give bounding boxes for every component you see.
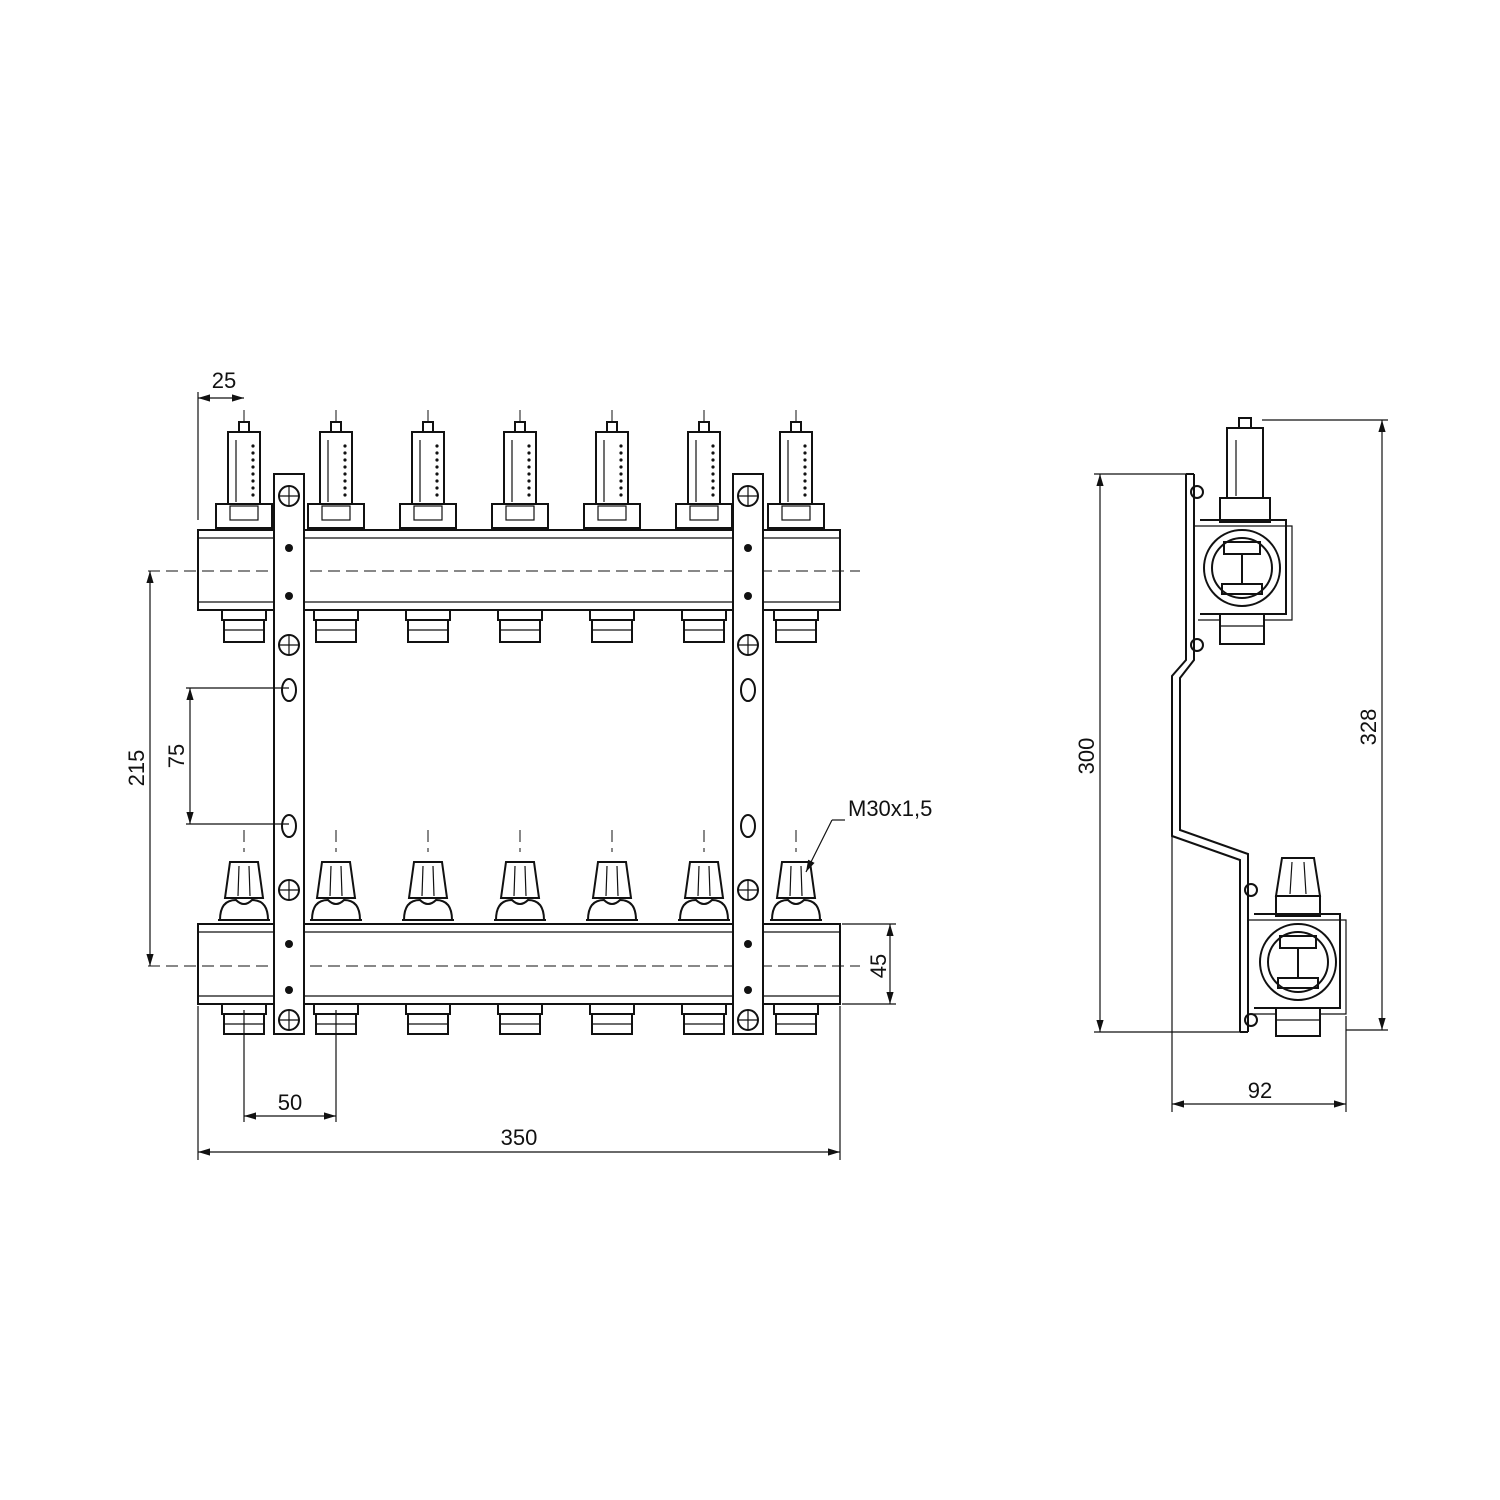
valve-cap <box>770 830 822 1035</box>
valve-cap <box>494 830 546 1035</box>
valve-cap <box>402 830 454 1035</box>
dim-label-50: 50 <box>278 1090 302 1115</box>
dim-pipe-height: 45 <box>842 923 896 1005</box>
flow-meter <box>675 410 733 643</box>
left-mounting-bracket <box>273 473 305 1035</box>
dim-label-328: 328 <box>1356 709 1381 746</box>
side-lower-unit <box>1248 857 1347 1037</box>
side-upper-unit <box>1194 417 1293 645</box>
dim-label-25: 25 <box>212 368 236 393</box>
bottom-outlets <box>218 830 822 1035</box>
dim-outlet-spacing: 50 <box>243 1010 337 1122</box>
dim-label-75: 75 <box>164 744 189 768</box>
right-mounting-bracket <box>732 473 764 1035</box>
side-view: 300 328 92 <box>1074 417 1388 1112</box>
dim-pipe-spacing: 215 <box>124 571 154 966</box>
flow-meter <box>307 410 365 643</box>
thread-callout: M30x1,5 <box>805 796 932 873</box>
top-outlets <box>215 410 825 643</box>
thread-label: M30x1,5 <box>848 796 932 821</box>
dim-label-300: 300 <box>1074 738 1099 775</box>
front-view: 25 215 75 45 M30x1,5 <box>124 368 932 1160</box>
dim-depth: 92 <box>1171 836 1347 1112</box>
valve-cap <box>678 830 730 1035</box>
dim-overall-width: 350 <box>197 1006 841 1160</box>
flow-meter <box>767 410 825 643</box>
dim-label-92: 92 <box>1248 1078 1272 1103</box>
dim-label-215: 215 <box>124 750 149 787</box>
flow-meter <box>399 410 457 643</box>
valve-cap <box>310 830 362 1035</box>
dim-outlet-width: 25 <box>197 368 244 520</box>
dim-hole-spacing: 75 <box>164 687 289 825</box>
flow-meter <box>583 410 641 643</box>
dim-label-45: 45 <box>866 954 891 978</box>
dim-label-350: 350 <box>501 1125 538 1150</box>
dim-overall-height: 328 <box>1262 419 1388 1031</box>
flow-meter <box>491 410 549 643</box>
dim-bracket-height: 300 <box>1074 473 1244 1033</box>
